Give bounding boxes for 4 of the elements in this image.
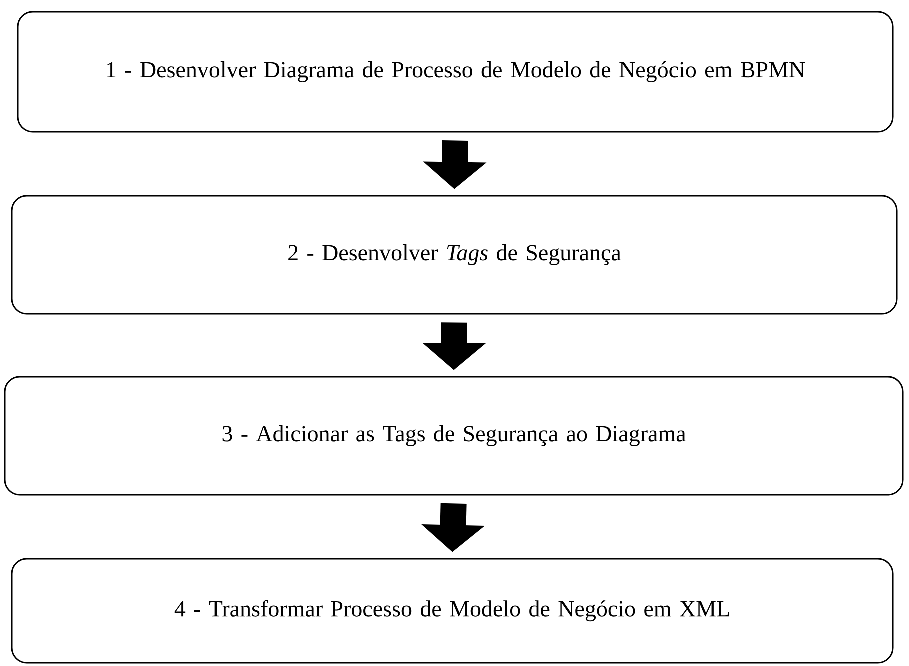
process-box: 3 - Adicionar as Tags de Segurança ao Diagrama xyxy=(4,376,904,496)
process-box: 1 - Desenvolver Diagrama de Processo de Modelo de Negócio em BPMN xyxy=(17,11,894,133)
process-box: 4 - Transformar Processo de Modelo de Negócio em XML xyxy=(11,558,894,664)
process-box: 2 - Desenvolver Tags de Segurança xyxy=(11,195,898,315)
